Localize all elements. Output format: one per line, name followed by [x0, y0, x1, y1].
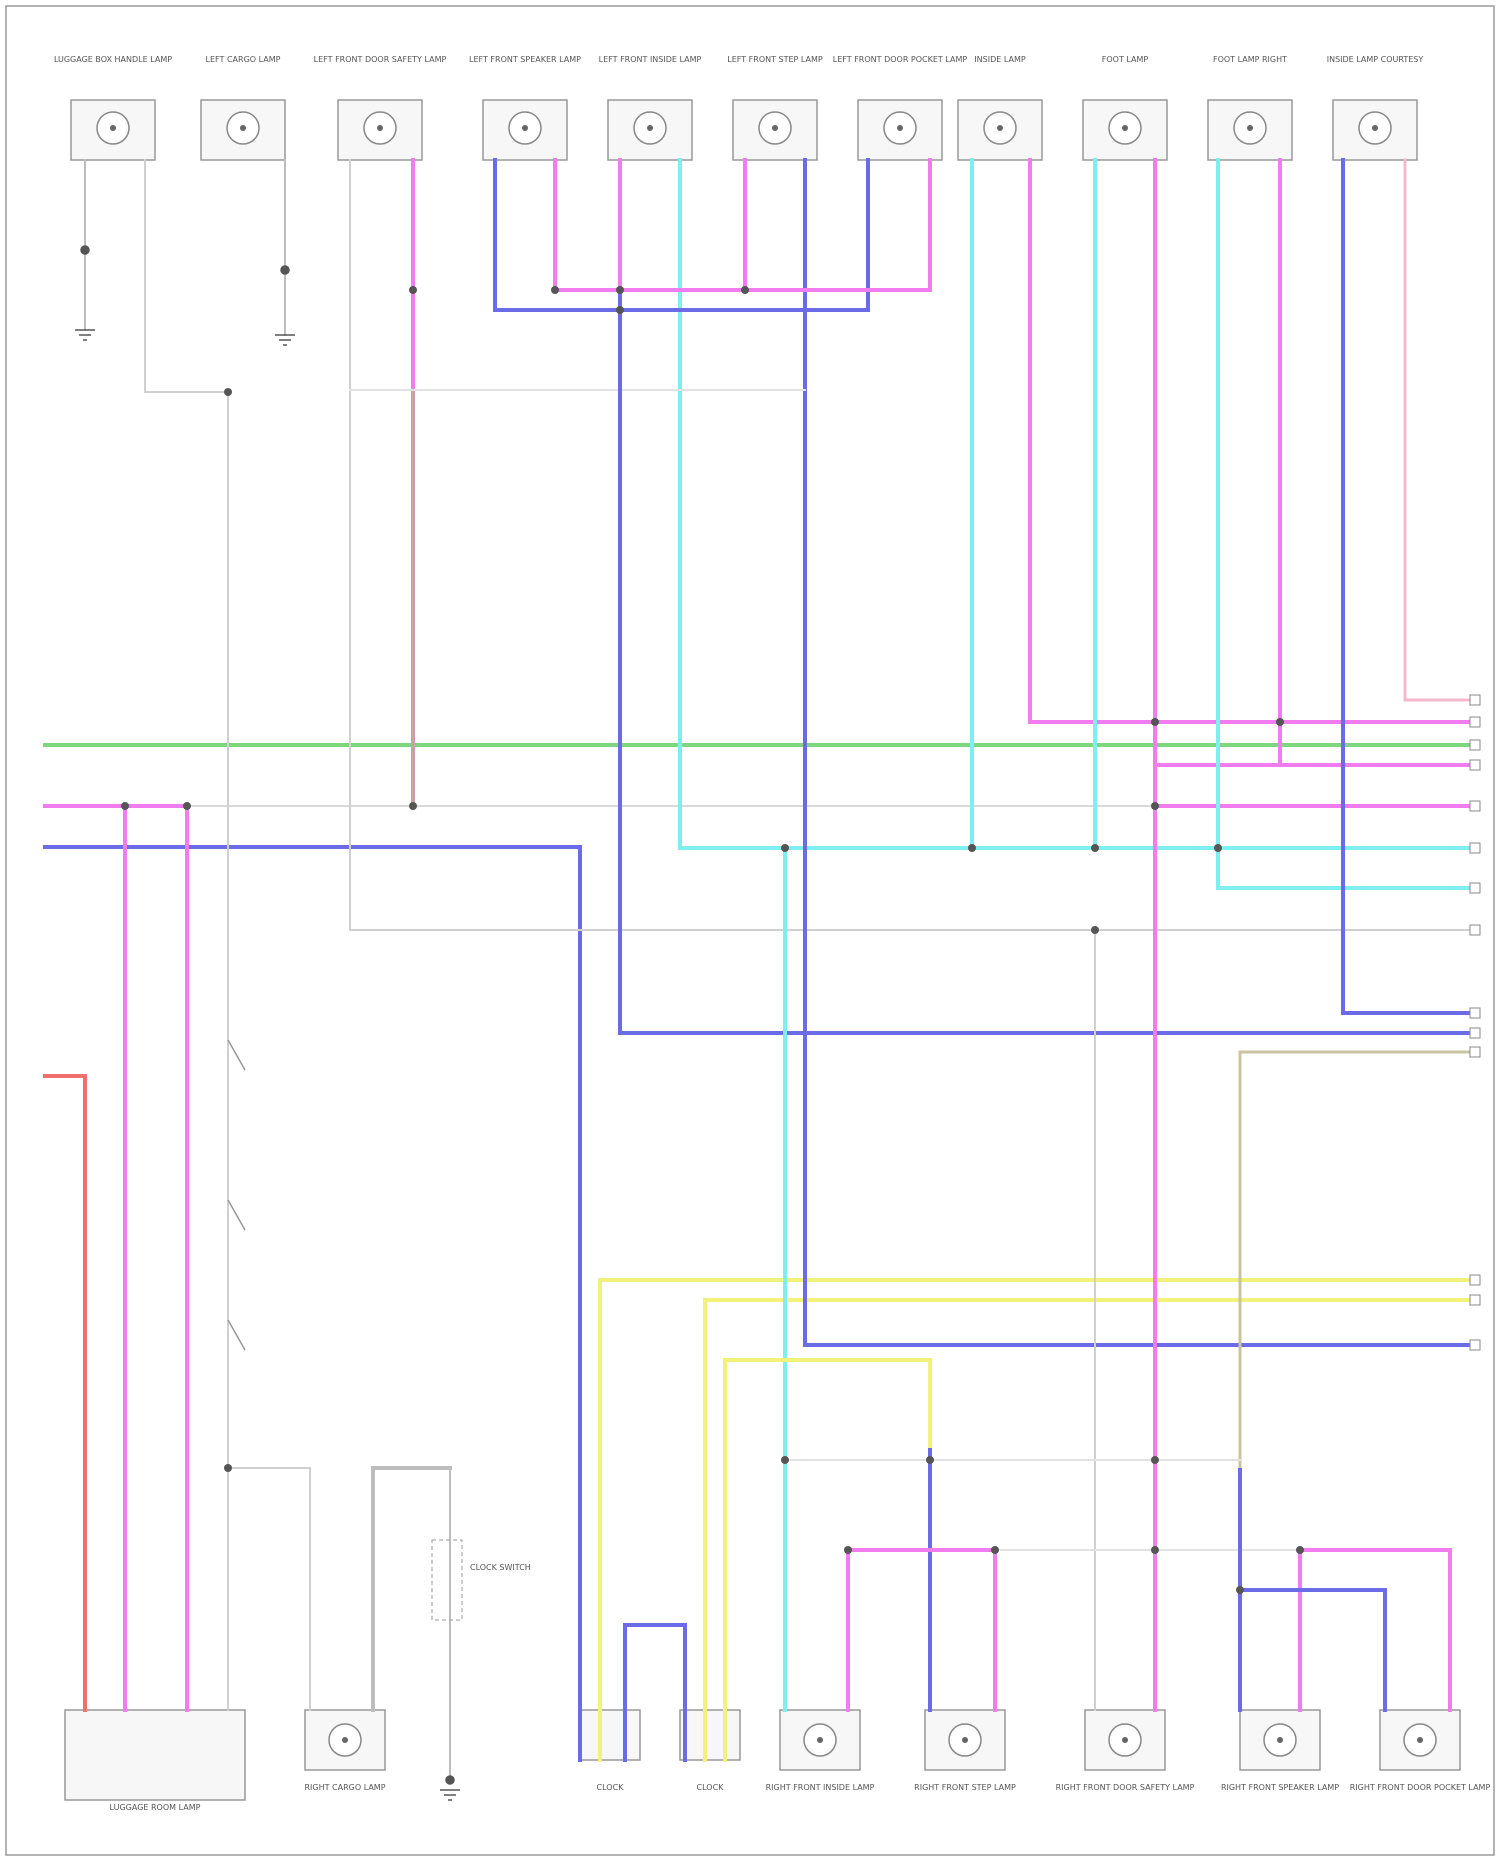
right-terminal	[1470, 717, 1480, 727]
top-lamp-label: LEFT CARGO LAMP	[206, 55, 281, 64]
junction-dot	[926, 1456, 934, 1464]
bottom-component-box	[305, 1710, 385, 1770]
top-lamp-box	[71, 100, 155, 160]
right-terminal	[1470, 843, 1480, 853]
bottom-labels: LUGGAGE ROOM LAMP RIGHT CARGO LAMP CLOCK CL…	[110, 1783, 1491, 1812]
right-terminal	[1470, 1340, 1480, 1350]
junction-dot	[616, 286, 624, 294]
bottom-component-box	[580, 1710, 640, 1760]
right-terminal	[1470, 883, 1480, 893]
junction-dot	[844, 1546, 852, 1554]
right-terminal	[1470, 760, 1480, 770]
bottom-component-label: RIGHT FRONT DOOR POCKET LAMP	[1350, 1783, 1491, 1792]
junction-dot	[991, 1546, 999, 1554]
bottom-component-box	[65, 1710, 245, 1800]
bottom-component-label: RIGHT CARGO LAMP	[304, 1783, 385, 1792]
junction-dot	[1151, 1546, 1159, 1554]
right-terminal	[1470, 1008, 1480, 1018]
junction-dot	[741, 286, 749, 294]
junction-dot	[551, 286, 559, 294]
wires	[45, 160, 1478, 1780]
bottom-component-label: CLOCK	[597, 1783, 625, 1792]
right-terminals	[1470, 695, 1480, 1350]
junction-dot	[1091, 844, 1099, 852]
top-lamp-label: LEFT FRONT STEP LAMP	[727, 55, 823, 64]
top-lamp-box	[1208, 100, 1292, 160]
bottom-component-box	[925, 1710, 1005, 1770]
bottom-component-box	[780, 1710, 860, 1770]
bottom-component-box	[1240, 1710, 1320, 1770]
top-lamp-box	[483, 100, 567, 160]
bottom-component-label: RIGHT FRONT DOOR SAFETY LAMP	[1056, 1783, 1195, 1792]
top-lamp-box	[338, 100, 422, 160]
ground-symbol	[440, 1776, 460, 1800]
top-lamp-box	[733, 100, 817, 160]
top-lamp-label: INSIDE LAMP	[974, 55, 1026, 64]
top-lamp-box	[1333, 100, 1417, 160]
bottom-component-label: RIGHT FRONT STEP LAMP	[914, 1783, 1016, 1792]
top-lamp-box	[958, 100, 1042, 160]
junction-dot	[224, 1464, 232, 1472]
junction-dot	[409, 286, 417, 294]
switch-chain	[228, 1040, 245, 1350]
junctions	[81, 246, 1304, 1594]
top-lamp-box	[608, 100, 692, 160]
junction-dot	[224, 388, 232, 396]
bottom-component-box	[1085, 1710, 1165, 1770]
ground-symbols	[75, 246, 460, 1800]
junction-dot	[781, 1456, 789, 1464]
junction-dot	[1151, 1456, 1159, 1464]
top-lamp-label: INSIDE LAMP COURTESY	[1327, 55, 1424, 64]
junction-dot	[1276, 718, 1284, 726]
junction-dot	[409, 802, 417, 810]
clock-switch-label: CLOCK SWITCH	[470, 1563, 531, 1572]
junction-dot	[121, 802, 129, 810]
junction-dot	[1151, 718, 1159, 726]
right-terminal	[1470, 740, 1480, 750]
top-lamp-label: FOOT LAMP RIGHT	[1213, 55, 1287, 64]
junction-dot	[616, 306, 624, 314]
top-lamp-box	[201, 100, 285, 160]
bottom-component-box	[1380, 1710, 1460, 1770]
top-lamp-label: LEFT FRONT DOOR SAFETY LAMP	[314, 55, 447, 64]
right-terminal	[1470, 925, 1480, 935]
top-lamp-box	[1083, 100, 1167, 160]
bottom-component-label: RIGHT FRONT SPEAKER LAMP	[1221, 1783, 1339, 1792]
right-terminal	[1470, 695, 1480, 705]
junction-dot	[781, 844, 789, 852]
right-terminal	[1470, 801, 1480, 811]
junction-dot	[1091, 926, 1099, 934]
right-terminal	[1470, 1295, 1480, 1305]
right-terminal	[1470, 1275, 1480, 1285]
top-lamp-label: LEFT FRONT INSIDE LAMP	[599, 55, 702, 64]
junction-dot	[968, 844, 976, 852]
top-components	[71, 100, 1417, 160]
junction-dot	[1236, 1586, 1244, 1594]
bottom-component-label: CLOCK	[697, 1783, 725, 1792]
top-lamp-label: FOOT LAMP	[1102, 55, 1149, 64]
top-lamp-label: LEFT FRONT DOOR POCKET LAMP	[833, 55, 968, 64]
top-labels: LUGGAGE BOX HANDLE LAMP LEFT CARGO LAMP LE…	[54, 55, 1423, 64]
bottom-component-box	[680, 1710, 740, 1760]
right-terminal	[1470, 1028, 1480, 1038]
junction-dot	[1151, 802, 1159, 810]
junction-dot	[1296, 1546, 1304, 1554]
top-lamp-label: LUGGAGE BOX HANDLE LAMP	[54, 55, 172, 64]
clock-switch-box	[432, 1540, 462, 1620]
junction-dot	[183, 802, 191, 810]
bottom-component-label: RIGHT FRONT INSIDE LAMP	[766, 1783, 875, 1792]
top-lamp-box	[858, 100, 942, 160]
top-lamp-label: LEFT FRONT SPEAKER LAMP	[469, 55, 581, 64]
junction-dot	[1214, 844, 1222, 852]
bottom-component-label: LUGGAGE ROOM LAMP	[110, 1803, 201, 1812]
right-terminal	[1470, 1047, 1480, 1057]
